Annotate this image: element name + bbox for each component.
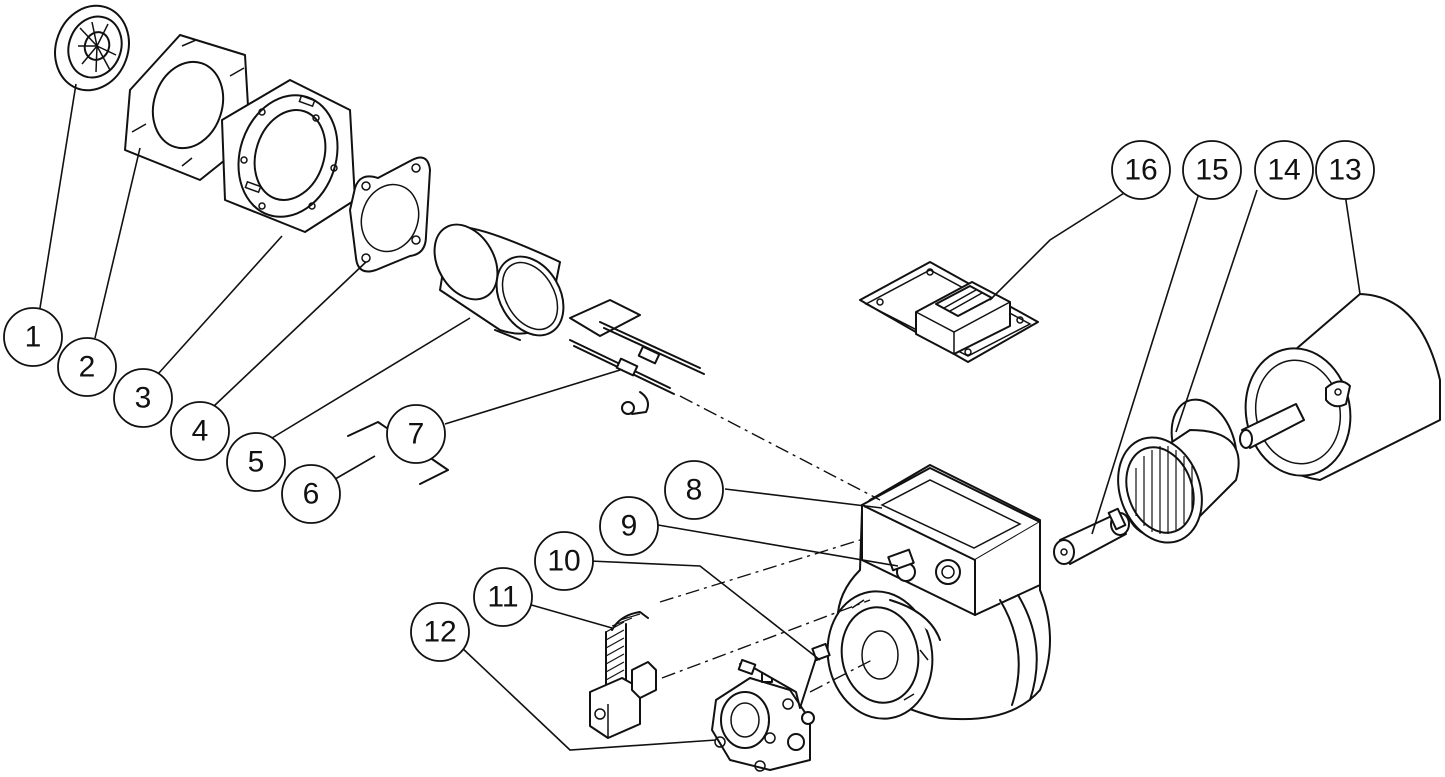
part-11-solenoid-coil: [589, 611, 657, 739]
callout-2: 2: [57, 337, 117, 397]
callout-3-label: 3: [135, 382, 152, 415]
part-1-air-ring: [54, 4, 130, 92]
callout-4: 4: [170, 401, 230, 461]
callout-10-label: 10: [547, 545, 580, 578]
callout-6-label: 6: [303, 478, 320, 511]
callout-14: 14: [1254, 140, 1314, 200]
callout-16: 16: [1111, 140, 1171, 200]
callout-7-label: 7: [408, 418, 425, 451]
callout-6: 6: [281, 464, 341, 524]
part-7-electrode-assembly: [569, 299, 705, 415]
callout-4-label: 4: [192, 415, 209, 448]
part-15-coupling: [1053, 507, 1130, 565]
part-4-gasket: [349, 156, 431, 273]
callout-11: 11: [473, 567, 533, 627]
callout-14-label: 14: [1267, 154, 1300, 187]
callout-8: 8: [664, 460, 724, 520]
callout-8-label: 8: [686, 474, 703, 507]
callout-1: 1: [3, 307, 63, 367]
callout-9: 9: [599, 496, 659, 556]
callout-5: 5: [226, 432, 286, 492]
callout-12: 12: [410, 602, 470, 662]
callout-5-label: 5: [248, 446, 265, 479]
part-14-blower-wheel: [1117, 398, 1240, 544]
callout-13: 13: [1315, 140, 1375, 200]
callout-9-label: 9: [621, 510, 638, 543]
callout-1-label: 1: [25, 321, 42, 354]
callout-16-label: 16: [1124, 154, 1157, 187]
part-2-gasket-plate: [124, 34, 251, 181]
callout-12-label: 12: [423, 616, 456, 649]
part-16-control-board: [859, 261, 1039, 363]
callout-13-label: 13: [1328, 154, 1361, 187]
callout-7: 7: [386, 404, 446, 464]
callout-3: 3: [113, 368, 173, 428]
part-12-fuel-pump: [711, 642, 831, 772]
part-13-motor: [1239, 293, 1441, 481]
leader-lines: [39, 83, 1361, 751]
callout-10: 10: [534, 531, 594, 591]
assembly-center-lines: [659, 395, 881, 693]
callout-2-label: 2: [79, 351, 96, 384]
part-8-burner-housing: [826, 464, 1051, 721]
callout-15: 15: [1182, 140, 1242, 200]
callout-11-label: 11: [487, 581, 518, 614]
callout-15-label: 15: [1195, 154, 1228, 187]
part-5-blast-tube: [433, 223, 565, 341]
part-3-mounting-flange: [221, 79, 356, 233]
